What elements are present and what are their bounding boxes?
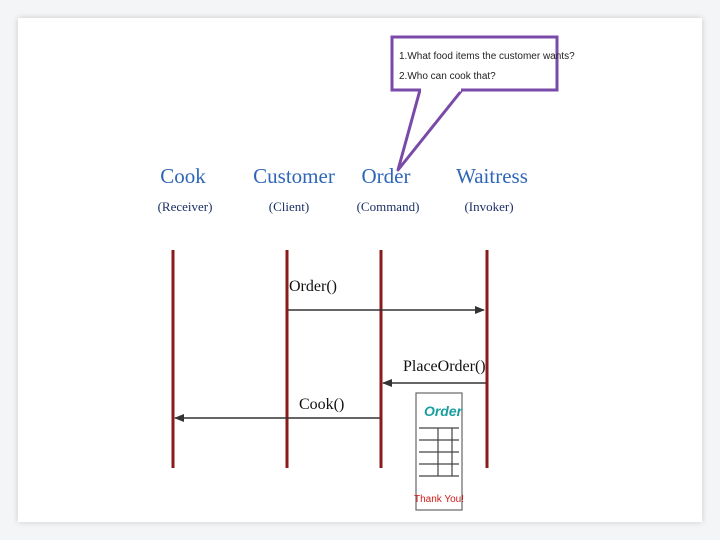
participant-cook: Cook (Receiver) xyxy=(158,164,213,214)
callout: 1.What food items the customer wants? 2.… xyxy=(390,35,575,172)
callout-pointer xyxy=(396,88,464,172)
participant-role: (Client) xyxy=(269,199,309,214)
participant-role: (Receiver) xyxy=(158,199,213,214)
participant-name: Waitress xyxy=(456,164,528,188)
message-place-order: PlaceOrder() xyxy=(382,358,486,387)
participant-role: (Command) xyxy=(357,199,420,214)
participant-customer: Customer (Client) xyxy=(253,164,335,214)
participant-role: (Invoker) xyxy=(464,199,513,214)
participant-name: Customer xyxy=(253,164,335,188)
participant-waitress: Waitress (Invoker) xyxy=(456,164,528,214)
message-label: Order() xyxy=(289,278,337,295)
message-order: Order() xyxy=(288,278,485,314)
message-label: Cook() xyxy=(299,396,344,413)
callout-line-2: 2.Who can cook that? xyxy=(399,71,496,82)
message-label: PlaceOrder() xyxy=(403,358,486,375)
callout-line-1: 1.What food items the customer wants? xyxy=(399,51,575,62)
participant-name: Cook xyxy=(160,164,206,188)
order-note-lines xyxy=(419,427,459,477)
participant-name: Order xyxy=(362,164,411,188)
order-note-footer: Thank You! xyxy=(414,494,464,505)
order-note-card: Order Thank You! xyxy=(414,392,464,511)
message-cook: Cook() xyxy=(174,396,380,422)
order-note-title: Order xyxy=(424,403,464,419)
callout-box xyxy=(390,35,559,92)
slide-canvas xyxy=(18,18,702,522)
participant-order: Order (Command) xyxy=(357,164,420,214)
